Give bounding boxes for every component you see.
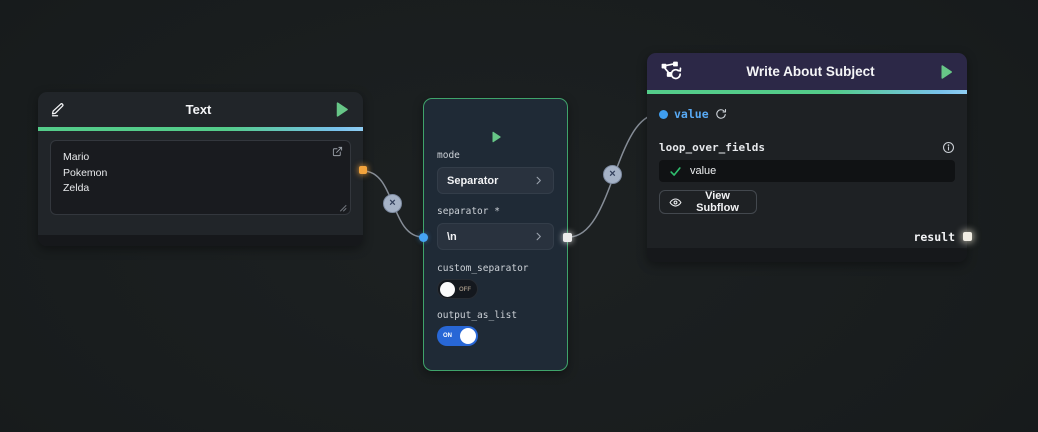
field-label-mode: mode: [437, 150, 460, 161]
toggle-knob: [440, 282, 455, 297]
text-input-area[interactable]: Mario Pokemon Zelda: [50, 140, 351, 215]
field-label-separator: separator *: [437, 206, 500, 217]
output-handle-text[interactable]: [359, 166, 367, 174]
edit-pencil-icon: [50, 102, 65, 117]
toggle-state-label: ON: [443, 333, 452, 339]
run-play-button[interactable]: [937, 63, 955, 81]
mode-dropdown[interactable]: Separator: [437, 167, 554, 194]
node-footer: [647, 248, 967, 262]
output-handle-split[interactable]: [563, 233, 572, 242]
input-handle-separator[interactable]: [419, 233, 428, 242]
edge-delete-button[interactable]: ×: [603, 165, 622, 184]
check-icon: [669, 165, 682, 178]
run-play-button[interactable]: [332, 100, 351, 119]
selected-field-value: value: [690, 165, 717, 177]
text-line: Mario: [63, 151, 90, 163]
field-label-custom-separator: custom_separator: [437, 263, 529, 274]
separator-dropdown[interactable]: \n: [437, 223, 554, 250]
node-footer: [38, 235, 363, 246]
node-text[interactable]: Text Mario Pokemon Zelda: [38, 92, 367, 246]
input-handle-value[interactable]: [659, 109, 668, 119]
expand-external-link-icon[interactable]: [332, 146, 343, 157]
mode-dropdown-value: Separator: [447, 174, 499, 187]
result-output-label: result: [913, 230, 955, 244]
loop-over-fields-label: loop_over_fields: [659, 140, 765, 154]
result-output-row: result: [659, 228, 955, 244]
toggle-knob: [460, 328, 476, 344]
refresh-loop-icon[interactable]: [715, 108, 727, 120]
input-field-name: value: [674, 107, 709, 121]
text-line: Pokemon: [63, 166, 108, 179]
selected-field-row[interactable]: value: [659, 160, 955, 182]
value-input-row: value: [659, 106, 955, 122]
view-subflow-label: View Subflow: [696, 190, 739, 214]
chevron-right-icon: [533, 175, 544, 186]
node-write-about-subject[interactable]: Write About Subject value loop_over_fiel…: [647, 53, 972, 262]
run-play-button[interactable]: [489, 129, 503, 145]
eye-icon: [669, 196, 682, 209]
custom-separator-toggle[interactable]: OFF: [437, 279, 478, 299]
separator-dropdown-value: \n: [447, 230, 457, 243]
resize-handle-icon[interactable]: [338, 203, 347, 212]
text-node-header: Text: [38, 92, 363, 127]
subflow-workflow-icon: [659, 59, 684, 84]
node-split-text[interactable]: mode Separator separator * \n custom_sep…: [419, 98, 572, 371]
field-label-output-as-list: output_as_list: [437, 310, 518, 321]
edge-delete-button[interactable]: ×: [383, 194, 402, 213]
node-gradient-bar: [38, 127, 363, 131]
output-as-list-toggle[interactable]: ON: [437, 326, 478, 346]
chevron-right-icon: [533, 231, 544, 242]
info-icon[interactable]: [942, 141, 955, 154]
output-handle-result[interactable]: [963, 232, 972, 241]
text-line: Zelda: [63, 182, 90, 194]
node-title: Write About Subject: [746, 64, 875, 79]
write-node-header: Write About Subject: [647, 53, 967, 90]
toggle-state-label: OFF: [459, 287, 471, 293]
loop-over-fields-row: loop_over_fields: [659, 140, 955, 154]
node-title: Text: [185, 102, 212, 117]
node-gradient-bar: [647, 90, 967, 94]
view-subflow-button[interactable]: View Subflow: [659, 190, 757, 214]
